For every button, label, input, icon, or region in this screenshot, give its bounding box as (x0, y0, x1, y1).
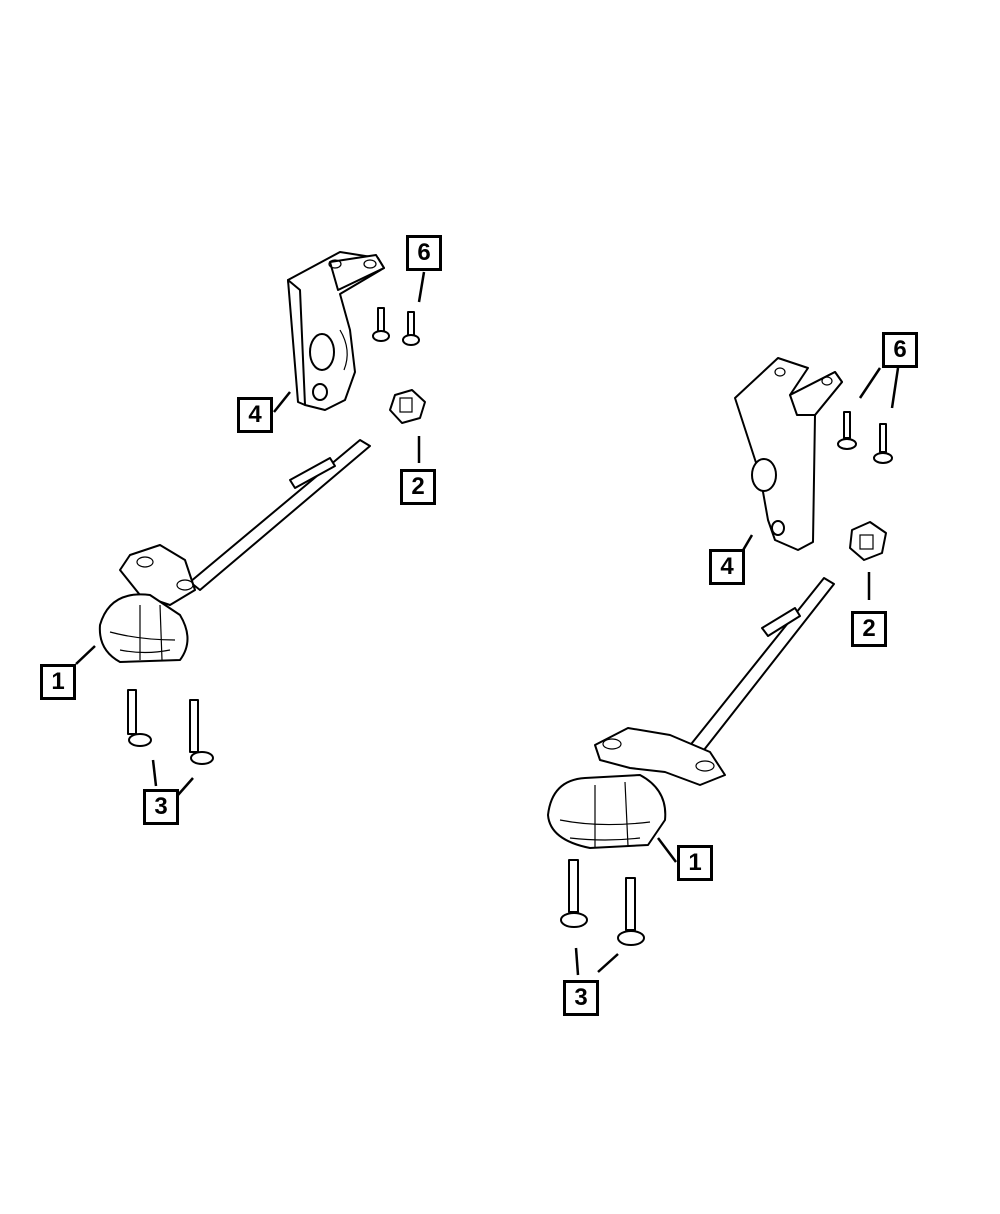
right-nut-2 (849, 521, 887, 561)
callout-right-6: 6 (882, 332, 918, 368)
left-bracket (287, 251, 385, 411)
right-bolts-3 (560, 859, 645, 946)
callout-left-3: 3 (143, 789, 179, 825)
left-nut-2 (389, 389, 426, 424)
callout-right-3: 3 (563, 980, 599, 1016)
right-bracket (734, 357, 843, 551)
right-hook-assembly (547, 577, 835, 849)
callout-right-1: 1 (677, 845, 713, 881)
callout-left-1: 1 (40, 664, 76, 700)
callout-right-2: 2 (851, 611, 887, 647)
left-bolts-6 (372, 307, 420, 346)
callout-left-2: 2 (400, 469, 436, 505)
right-bolts-6 (837, 411, 893, 464)
callout-left-4: 4 (237, 397, 273, 433)
leader-lines (75, 271, 900, 976)
callout-left-6: 6 (406, 235, 442, 271)
left-bolts-3 (127, 689, 214, 765)
callout-right-4: 4 (709, 549, 745, 585)
left-hook-assembly (98, 439, 371, 663)
